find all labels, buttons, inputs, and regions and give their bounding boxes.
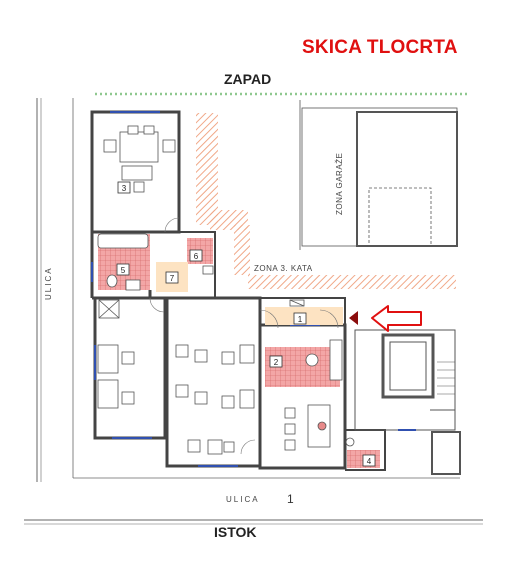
room-tag-2 bbox=[269, 355, 283, 368]
room-tag-4 bbox=[362, 454, 376, 467]
room-tag-3 bbox=[117, 181, 131, 194]
street-boundaries bbox=[24, 98, 483, 525]
garage-zone bbox=[299, 100, 458, 250]
page-title: SKICA TLOCRTA bbox=[302, 37, 458, 58]
bathroom-fixtures bbox=[97, 233, 305, 319]
room-tag-1 bbox=[293, 312, 307, 325]
room-number-texts: 1 2 3 4 5 6 7 bbox=[121, 184, 372, 466]
street-bottom-number: 1 bbox=[287, 492, 294, 506]
entrance-arrow-icon bbox=[371, 305, 422, 332]
room-tag-7 bbox=[165, 271, 179, 284]
room-number-2: 2 bbox=[274, 358, 279, 367]
room-tag-5 bbox=[116, 263, 130, 276]
third-floor-zone-label: ZONA 3. KATA bbox=[254, 264, 313, 273]
room-number-4: 4 bbox=[367, 457, 372, 466]
room-number-tags bbox=[116, 181, 376, 467]
stair-core bbox=[354, 329, 461, 475]
room-number-3: 3 bbox=[122, 184, 127, 193]
room-number-5: 5 bbox=[121, 266, 126, 275]
third-floor-zone-hatch bbox=[196, 113, 456, 289]
door-swings bbox=[149, 217, 339, 455]
orientation-west-label: ZAPAD bbox=[224, 71, 272, 87]
room-number-1: 1 bbox=[298, 315, 303, 324]
room-tag-6 bbox=[189, 249, 203, 262]
room-number-7: 7 bbox=[170, 274, 175, 283]
entrance-marker-icon bbox=[349, 311, 358, 325]
street-bottom-label: ULICA bbox=[226, 495, 260, 504]
room-number-6: 6 bbox=[194, 252, 199, 261]
furniture bbox=[97, 125, 355, 455]
orientation-east-label: ISTOK bbox=[214, 524, 257, 540]
